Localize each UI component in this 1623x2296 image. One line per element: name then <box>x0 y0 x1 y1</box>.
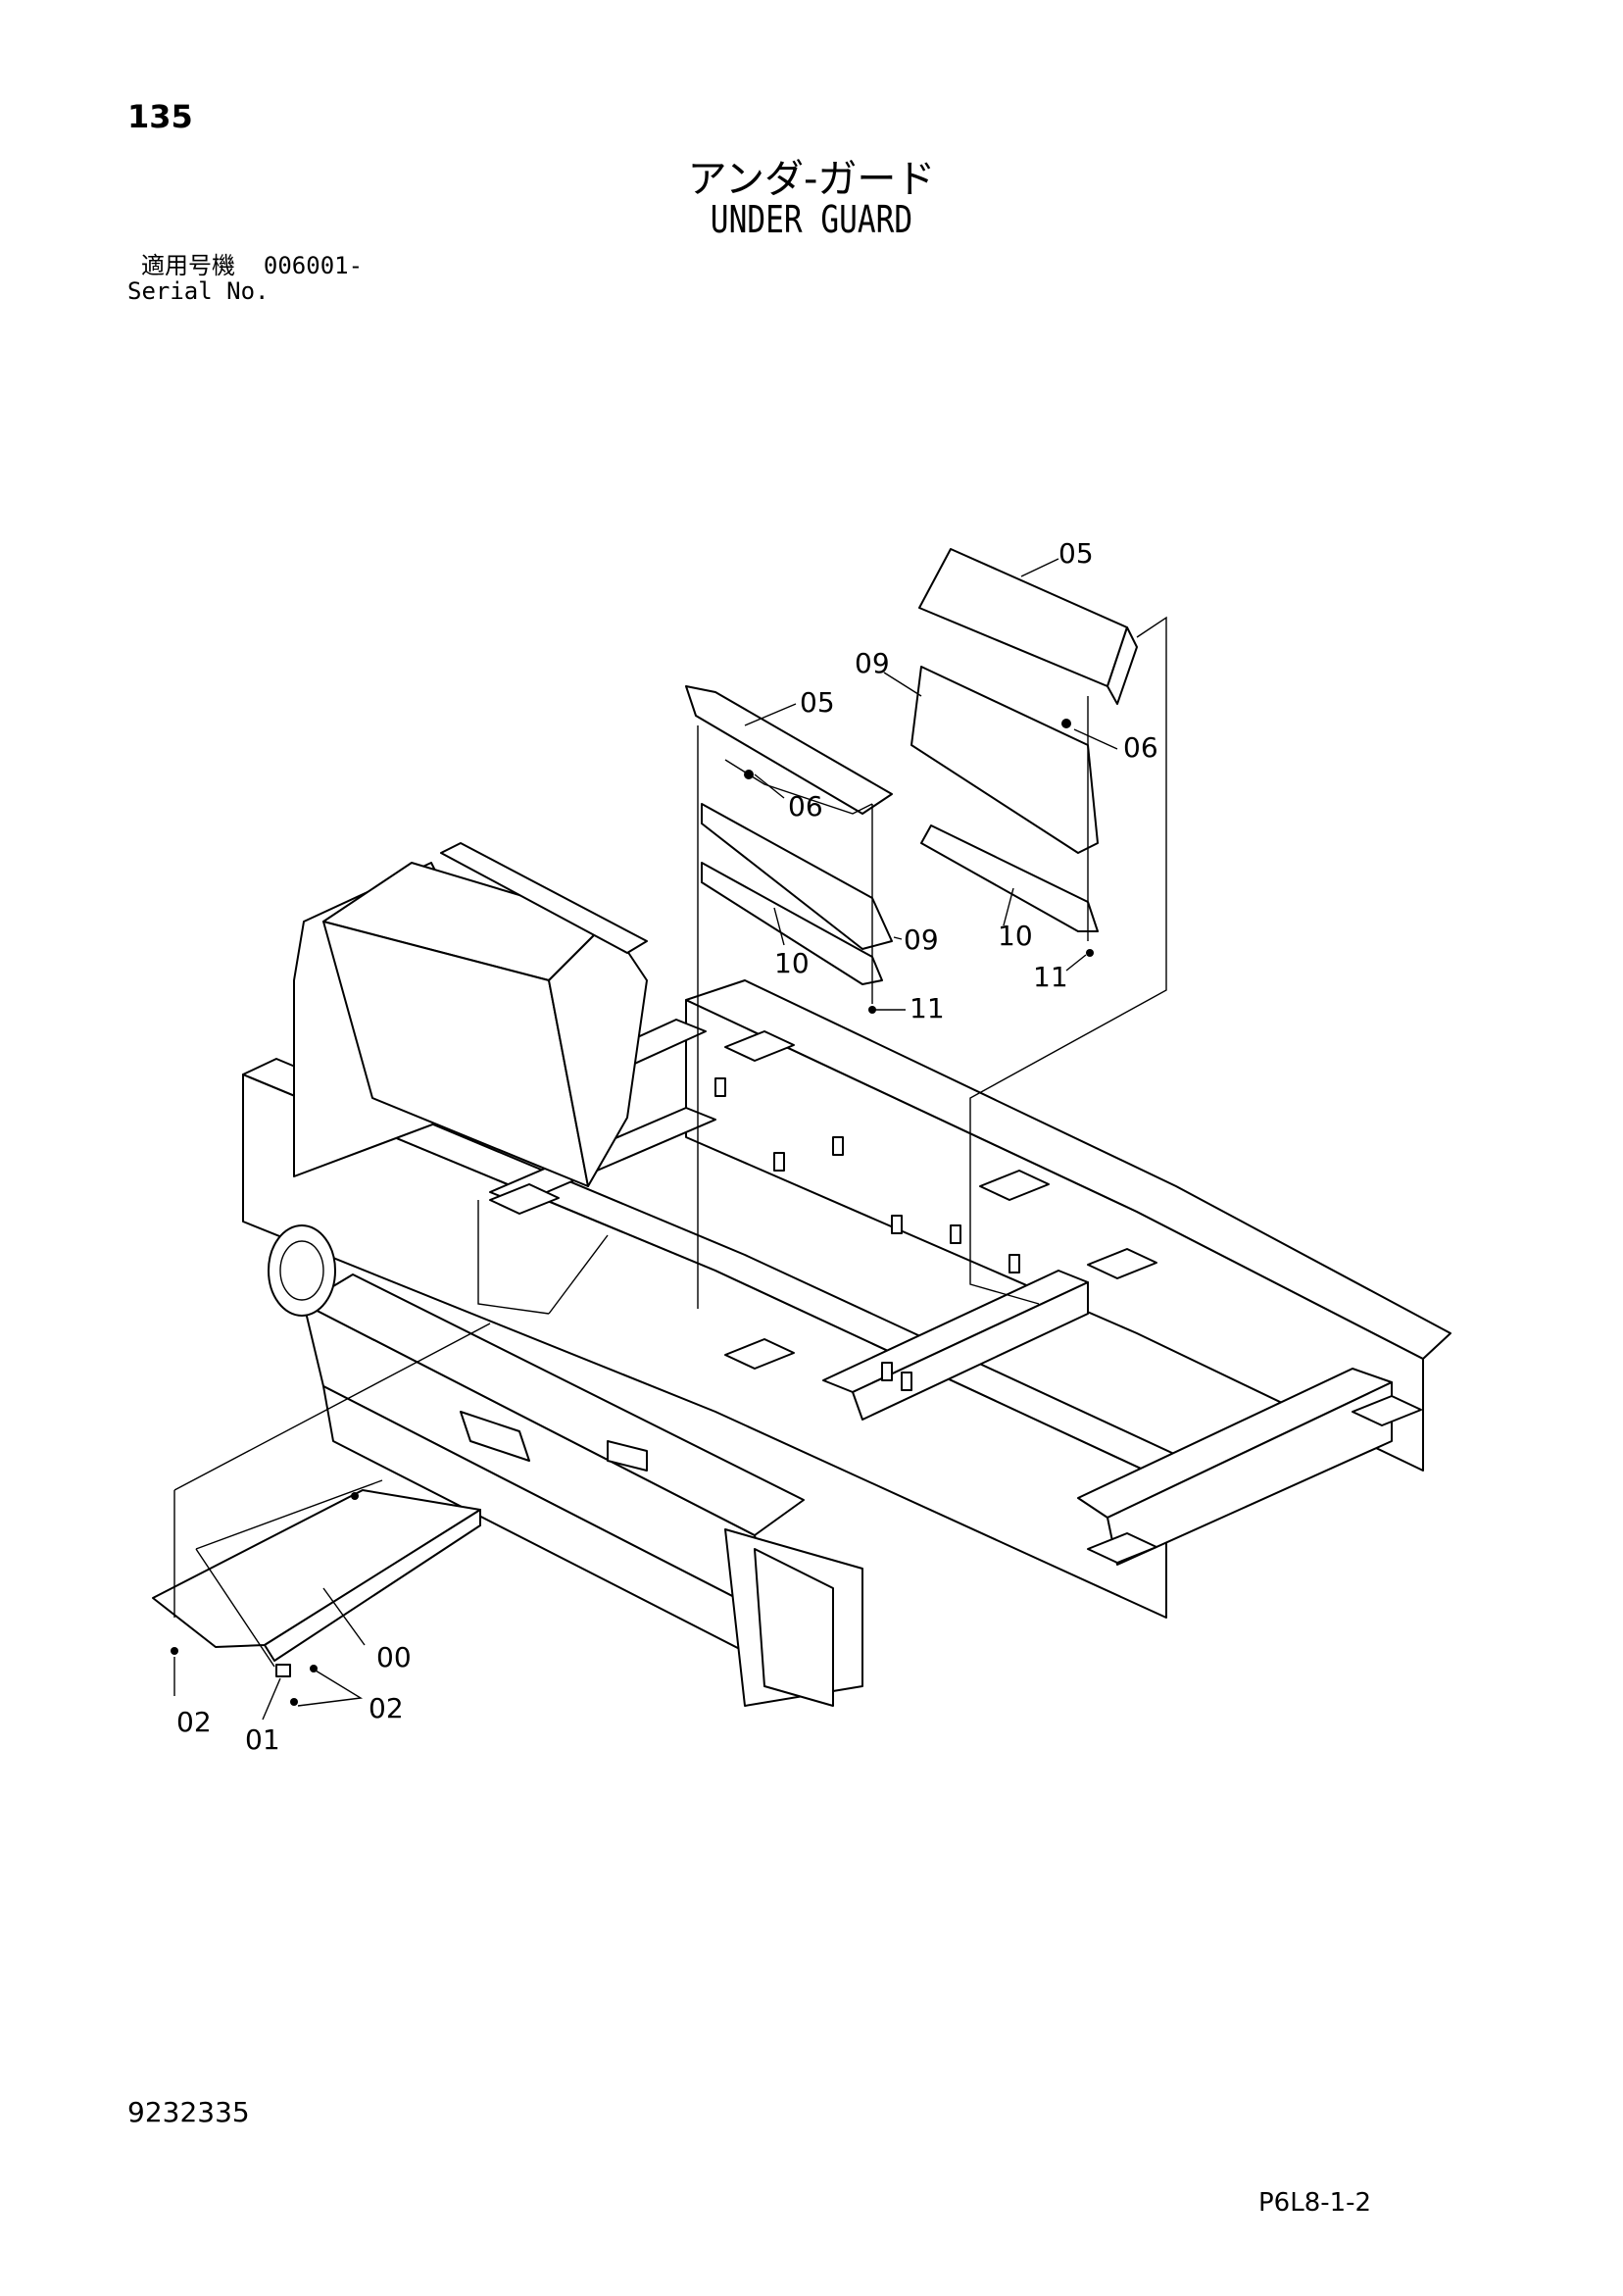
title-english: UNDER GUARD <box>710 198 913 241</box>
callout-10-center: 10 <box>774 947 810 979</box>
leader-lines <box>173 558 1118 1721</box>
callout-05-center: 05 <box>800 686 835 719</box>
callout-06-rear: 06 <box>1123 731 1158 764</box>
serial-number-block: 適用号機 006001- Serial No. <box>127 253 363 304</box>
serial-label-japanese: 適用号機 <box>141 252 235 279</box>
callout-02-right: 02 <box>369 1692 404 1724</box>
callout-01-bracket: 01 <box>245 1723 280 1756</box>
callout-09-rear: 09 <box>855 647 890 679</box>
figure-code: P6L8-1-2 <box>1258 2188 1372 2218</box>
under-guard-plate-00 <box>152 1323 491 1706</box>
callout-06-center: 06 <box>788 790 823 823</box>
callout-02-left: 02 <box>176 1706 212 1738</box>
callout-11-rear: 11 <box>1033 961 1068 993</box>
serial-label-english: Serial No. <box>127 277 270 305</box>
center-guard-group <box>685 685 893 1309</box>
callout-labels: 05 09 06 05 06 10 11 09 10 11 00 02 01 0… <box>176 537 1158 1756</box>
rear-guard-group <box>910 548 1167 1305</box>
track-frame <box>268 1224 863 1707</box>
callout-05-rear: 05 <box>1058 537 1094 570</box>
callout-11-center: 11 <box>910 992 945 1024</box>
title-japanese: アンダ-ガード <box>687 157 936 202</box>
page-number: 135 <box>127 98 193 135</box>
callout-10-rear: 10 <box>998 920 1033 952</box>
upper-frame <box>242 842 1451 1619</box>
reference-lines <box>477 1200 609 1315</box>
callout-09-center: 09 <box>904 923 939 956</box>
document-number: 9232335 <box>127 2096 250 2128</box>
serial-value: 006001- <box>263 252 364 279</box>
callout-00-plate: 00 <box>376 1641 412 1673</box>
